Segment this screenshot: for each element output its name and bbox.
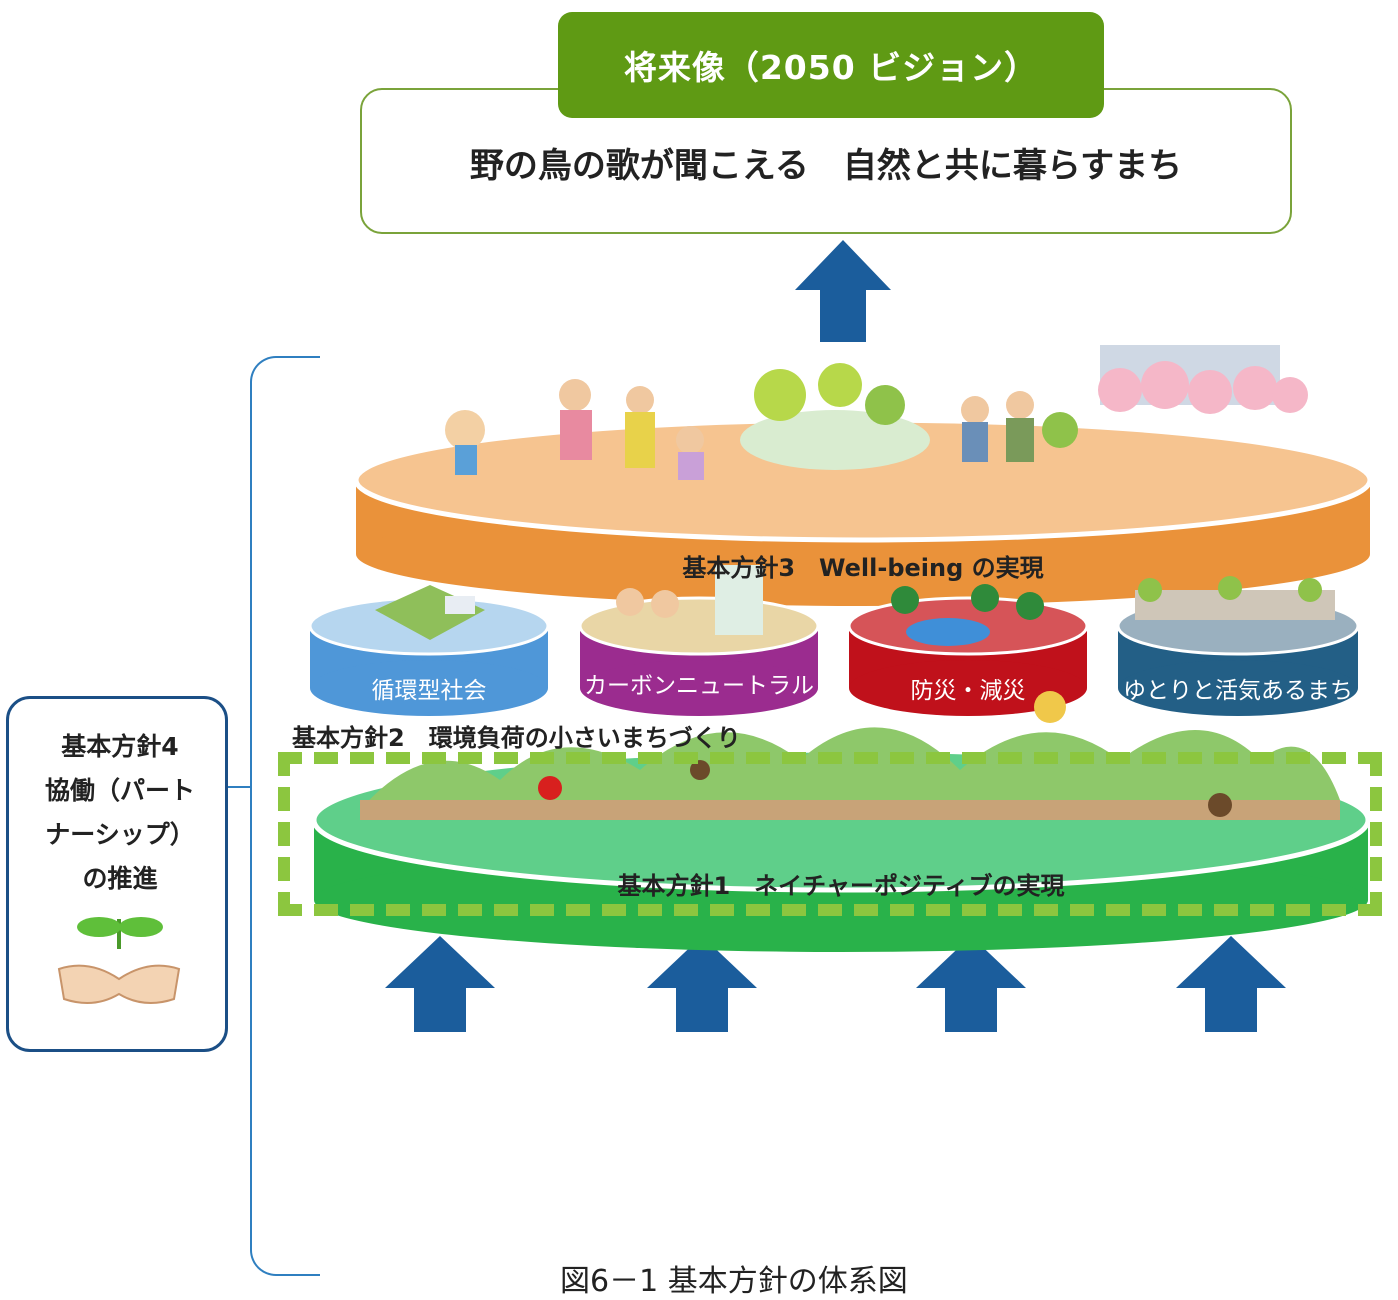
policy2-label: 基本方針2 環境負荷の小さいまちづくり — [292, 724, 741, 752]
vision-statement: 野の鳥の歌が聞こえる 自然と共に暮らすまち — [469, 146, 1183, 186]
policy3-platform — [353, 345, 1373, 606]
nature-illustration — [360, 691, 1340, 820]
item-circular-label: 循環型社会 — [371, 678, 487, 704]
arrow-to-vision — [795, 240, 891, 342]
policy4-box: 基本方針4 協働（パート ナーシップ） の推進 — [6, 696, 228, 1052]
policy4-line-1: 基本方針4 — [61, 732, 179, 761]
cylinder-carbon — [578, 565, 820, 716]
item-carbon-label: カーボンニュートラル — [584, 673, 814, 699]
policy2-frame — [278, 752, 1382, 916]
policy4-bracket — [250, 356, 320, 1276]
item-vibrant-label: ゆとりと活気あるまち — [1123, 678, 1353, 704]
policy4-line-2: 協働（パート — [44, 776, 195, 805]
bracket-tip — [210, 786, 252, 788]
cylinder-circular — [308, 585, 550, 716]
policy2-cylinders — [308, 565, 1360, 716]
policy4-line-4: の推進 — [82, 864, 158, 893]
figure-caption: 図6－1 基本方針の体系図 — [560, 1264, 908, 1299]
policy1-platform — [311, 691, 1371, 952]
item-disaster-label: 防災・減災 — [910, 678, 1026, 704]
wellbeing-illustration — [445, 345, 1308, 480]
policy1-label: 基本方針1 ネイチャーポジティブの実現 — [617, 872, 1065, 900]
cylinder-vibrant — [1116, 576, 1360, 716]
policy3-label: 基本方針3 Well-being の実現 — [682, 554, 1044, 582]
policy4-line-3: ナーシップ） — [45, 820, 195, 849]
cylinder-disaster — [847, 584, 1089, 716]
vision-title: 将来像（2050 ビジョン） — [558, 12, 1104, 118]
handshake-sprout-icon — [57, 917, 181, 1004]
arrows-to-policy2 — [385, 936, 1286, 1032]
